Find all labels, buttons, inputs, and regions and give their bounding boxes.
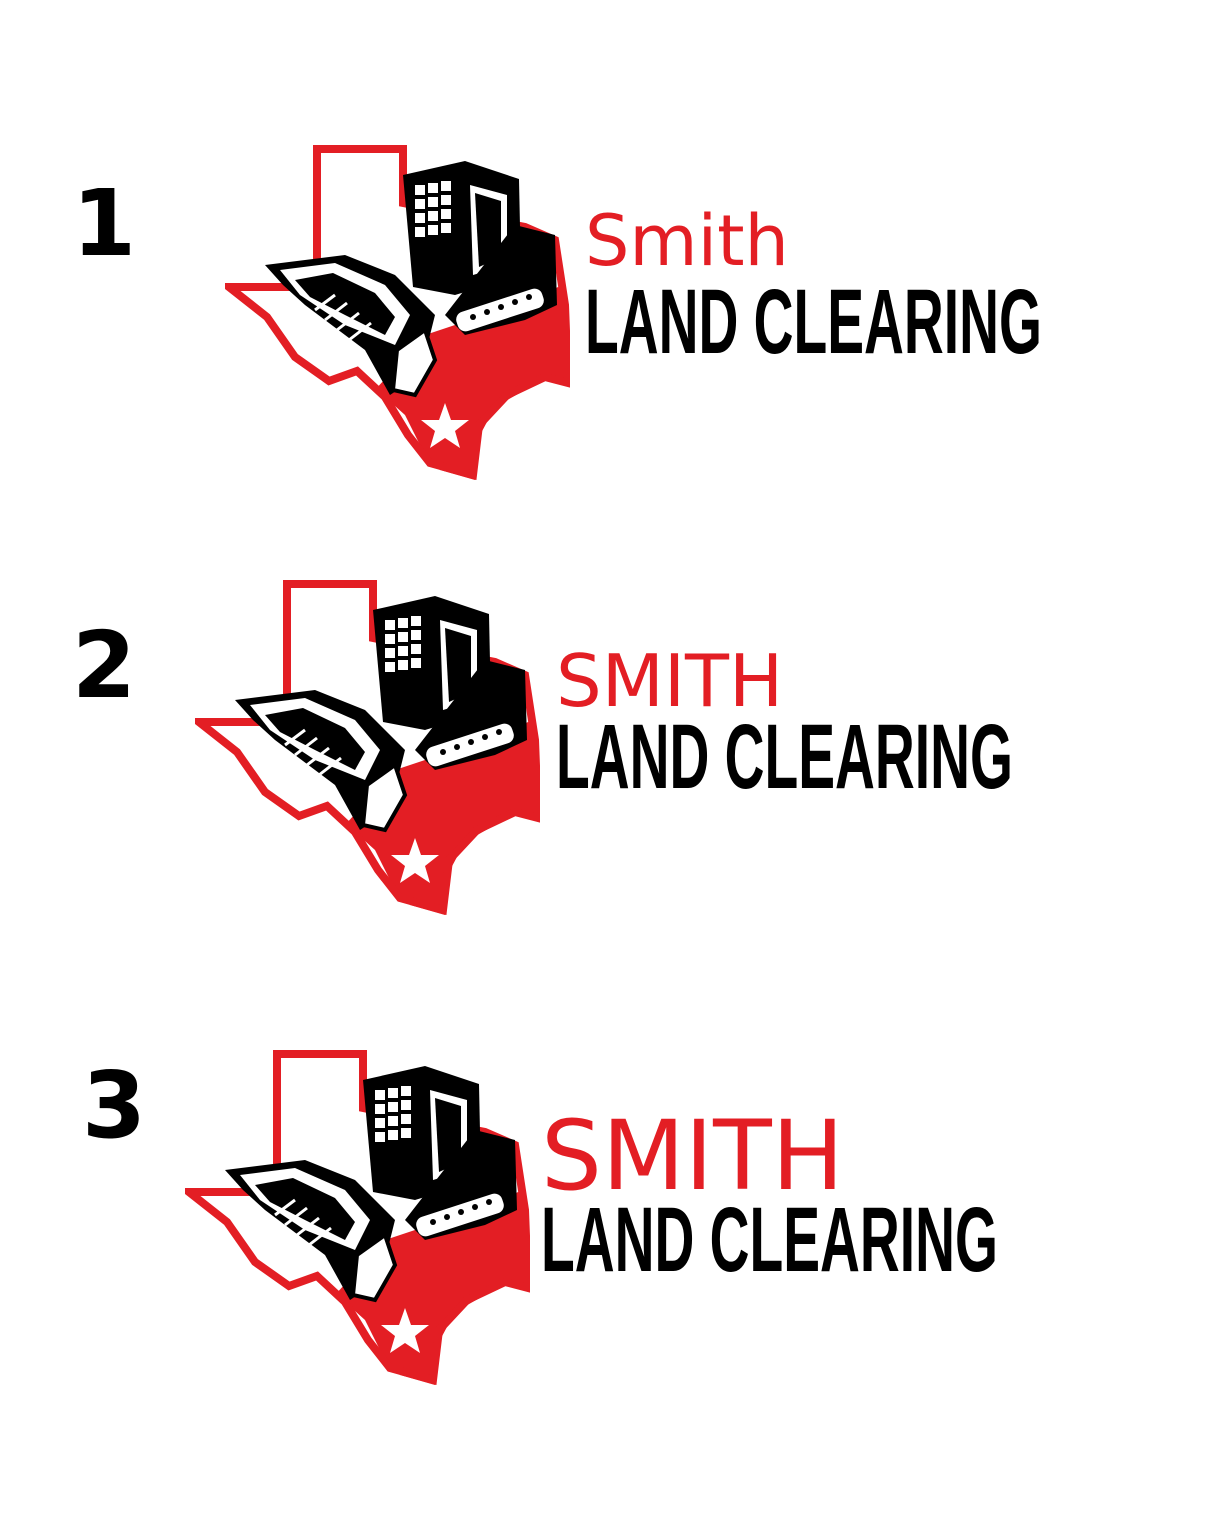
brand-name: SMITH xyxy=(541,1100,844,1212)
brand-name: Smith xyxy=(585,200,789,282)
brand-tagline: LAND CLEARING xyxy=(585,271,1042,373)
texas-mulcher-logo-icon xyxy=(195,580,540,915)
brand-tagline: LAND CLEARING xyxy=(541,1189,998,1291)
texas-mulcher-logo-icon xyxy=(185,1050,530,1385)
option-number-2: 2 xyxy=(72,612,137,719)
brand-tagline: LAND CLEARING xyxy=(556,706,1013,808)
brand-name: SMITH xyxy=(556,639,784,723)
option-number-1: 1 xyxy=(72,170,137,277)
texas-mulcher-logo-icon xyxy=(225,145,570,480)
option-number-3: 3 xyxy=(82,1052,147,1159)
